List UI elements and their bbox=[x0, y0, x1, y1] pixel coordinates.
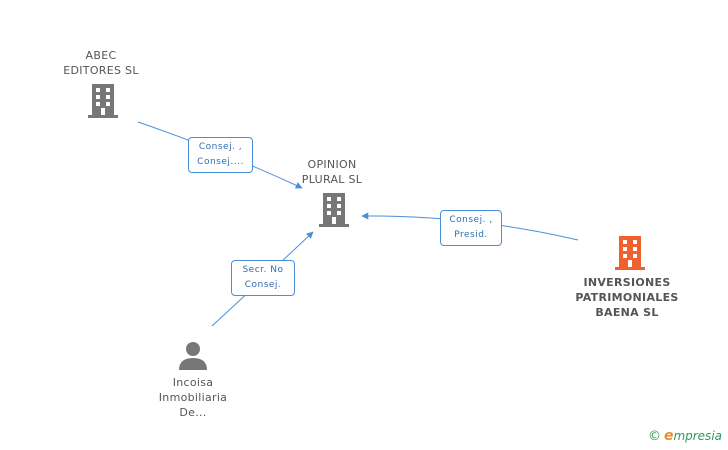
edge-label-incoisa-opinion[interactable]: Secr. No Consej. bbox=[231, 260, 295, 296]
building-icon[interactable] bbox=[318, 193, 350, 227]
node-label-line: PLURAL SL bbox=[301, 173, 363, 186]
node-label-line: OPINION bbox=[307, 158, 357, 171]
node-label-line: Incoisa bbox=[172, 376, 214, 389]
node-label-line: INVERSIONES bbox=[583, 276, 671, 289]
node-label-line: Inmobiliaria bbox=[158, 391, 228, 404]
edge-label-line: Consej.... bbox=[197, 157, 244, 167]
empresia-logo: ©empresia bbox=[648, 428, 722, 444]
brand-name: mpresia bbox=[673, 429, 722, 443]
edge-label-line: Presid. bbox=[454, 230, 488, 240]
edge-label-line: Consej. bbox=[244, 280, 282, 290]
brand-initial: e bbox=[663, 428, 674, 444]
node-label-abec[interactable]: ABEC EDITORES SL bbox=[50, 48, 152, 78]
edge-label-line: Consej. , bbox=[198, 142, 243, 152]
node-label-line: De... bbox=[179, 406, 207, 419]
copyright-icon: © bbox=[647, 429, 661, 444]
edge-label-abec-opinion[interactable]: Consej. , Consej.... bbox=[188, 137, 253, 173]
node-label-incoisa[interactable]: Incoisa Inmobiliaria De... bbox=[140, 375, 246, 420]
building-icon[interactable] bbox=[614, 236, 646, 270]
node-label-line: ABEC bbox=[85, 49, 117, 62]
building-icon[interactable] bbox=[87, 84, 119, 118]
edge-label-inversiones-opinion[interactable]: Consej. , Presid. bbox=[440, 210, 502, 246]
node-label-line: BAENA SL bbox=[595, 306, 659, 319]
edge-label-line: Secr. No bbox=[242, 265, 284, 275]
node-label-line: PATRIMONIALES bbox=[575, 291, 679, 304]
node-label-inversiones[interactable]: INVERSIONES PATRIMONIALES BAENA SL bbox=[566, 275, 688, 320]
node-label-opinion[interactable]: OPINION PLURAL SL bbox=[282, 157, 382, 187]
node-label-line: EDITORES SL bbox=[63, 64, 139, 77]
edge-label-line: Consej. , bbox=[449, 215, 493, 225]
person-icon[interactable] bbox=[178, 340, 208, 370]
